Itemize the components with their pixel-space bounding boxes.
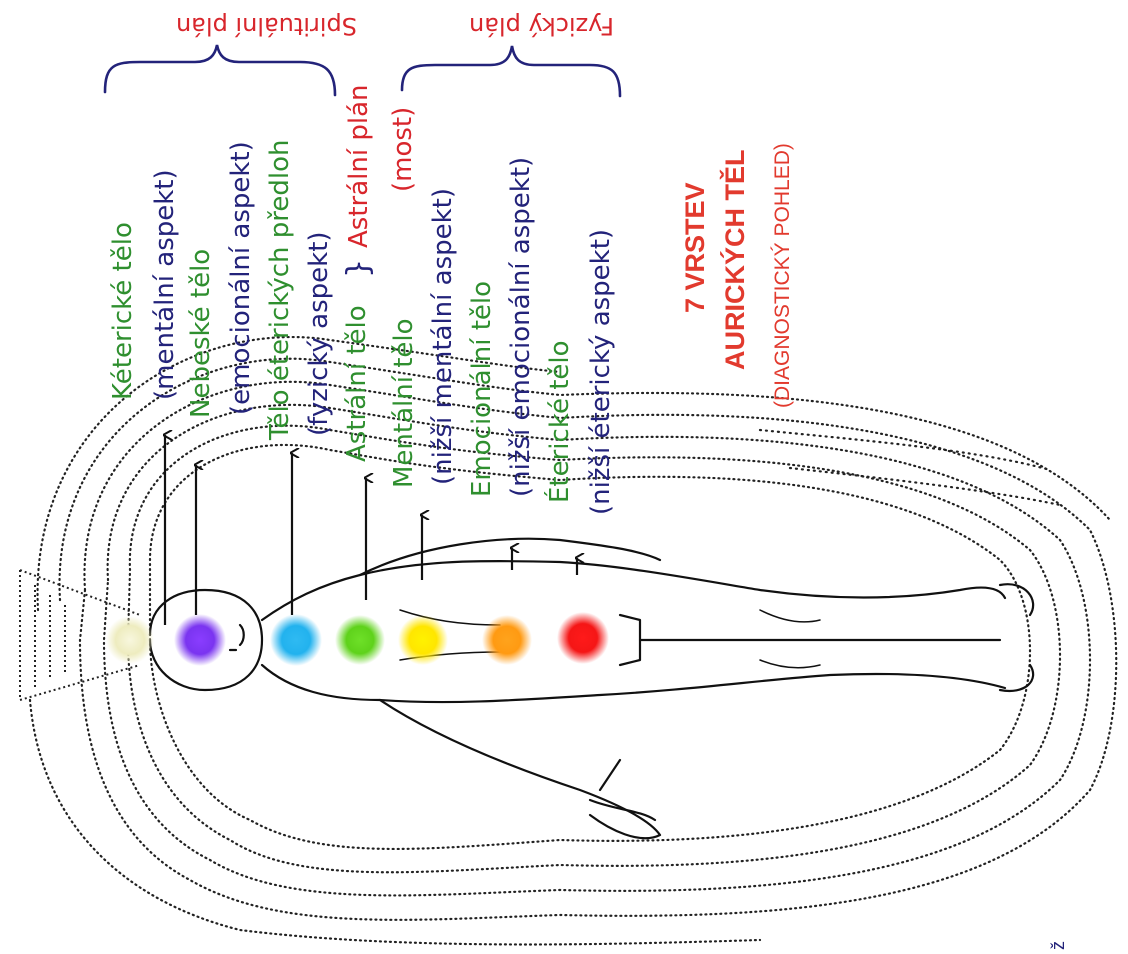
- label-astral-bracket: }: [344, 259, 374, 278]
- torso-lower: [262, 665, 1005, 702]
- arm-left: [380, 700, 660, 838]
- title-line-3: (DIAGNOSTICKÝ POHLED): [772, 143, 793, 408]
- corner-fragment: ž: [1048, 941, 1069, 950]
- bracket-physical: [402, 46, 620, 96]
- chakra-root: [557, 612, 609, 664]
- label-etheric-body: Éterické tělo: [547, 340, 573, 503]
- chakra-crown: [106, 616, 154, 664]
- label-mental-aspect: (nižší mentální aspekt): [430, 188, 456, 485]
- label-etheric-aspect: (nižší éterický aspekt): [588, 229, 614, 515]
- title-line-2: AURICKÝCH TĚL: [722, 150, 749, 371]
- bracket-spiritual: [105, 45, 335, 95]
- label-celestial-aspect: (emocionální aspekt): [228, 141, 254, 415]
- chakra-third-eye: [174, 614, 226, 666]
- chakra-throat: [270, 614, 322, 666]
- label-template-body: Tělo éterických předloh: [267, 139, 293, 440]
- human-figure: [150, 539, 1033, 838]
- hip-marker: [620, 615, 640, 665]
- face: [230, 625, 244, 650]
- plane-label-spiritual: Spirituální plán: [176, 14, 357, 38]
- chakras: [106, 612, 609, 666]
- label-emotional-aspect: (nižší emocionální aspekt): [508, 157, 534, 497]
- label-emotional-body: Emocionální tělo: [469, 281, 495, 497]
- knee-lines: [760, 610, 820, 668]
- label-celestial-body: Nebeské tělo: [188, 249, 214, 418]
- chakra-sacral: [482, 615, 532, 665]
- label-astral-body: Astrální tělo: [344, 305, 370, 462]
- chakra-heart: [335, 615, 385, 665]
- aura-layer-7: [30, 700, 760, 944]
- label-keteric-aspect: (mentální aspekt): [152, 169, 178, 400]
- label-mental-body: Mentální tělo: [391, 318, 417, 488]
- title-line-1: 7 VRSTEV: [682, 182, 709, 313]
- label-template-aspect: (fyzický aspekt): [306, 231, 332, 436]
- label-astral-bridge: (most): [390, 107, 416, 192]
- label-astral-plane: Astrální plán: [346, 85, 372, 248]
- label-keteric-body: Kéterické tělo: [110, 222, 136, 400]
- plane-label-physical: Fyzický plán: [469, 14, 614, 38]
- hand-left: [590, 760, 655, 820]
- chakra-solar-plexus: [398, 615, 448, 665]
- arm-right: [360, 539, 660, 575]
